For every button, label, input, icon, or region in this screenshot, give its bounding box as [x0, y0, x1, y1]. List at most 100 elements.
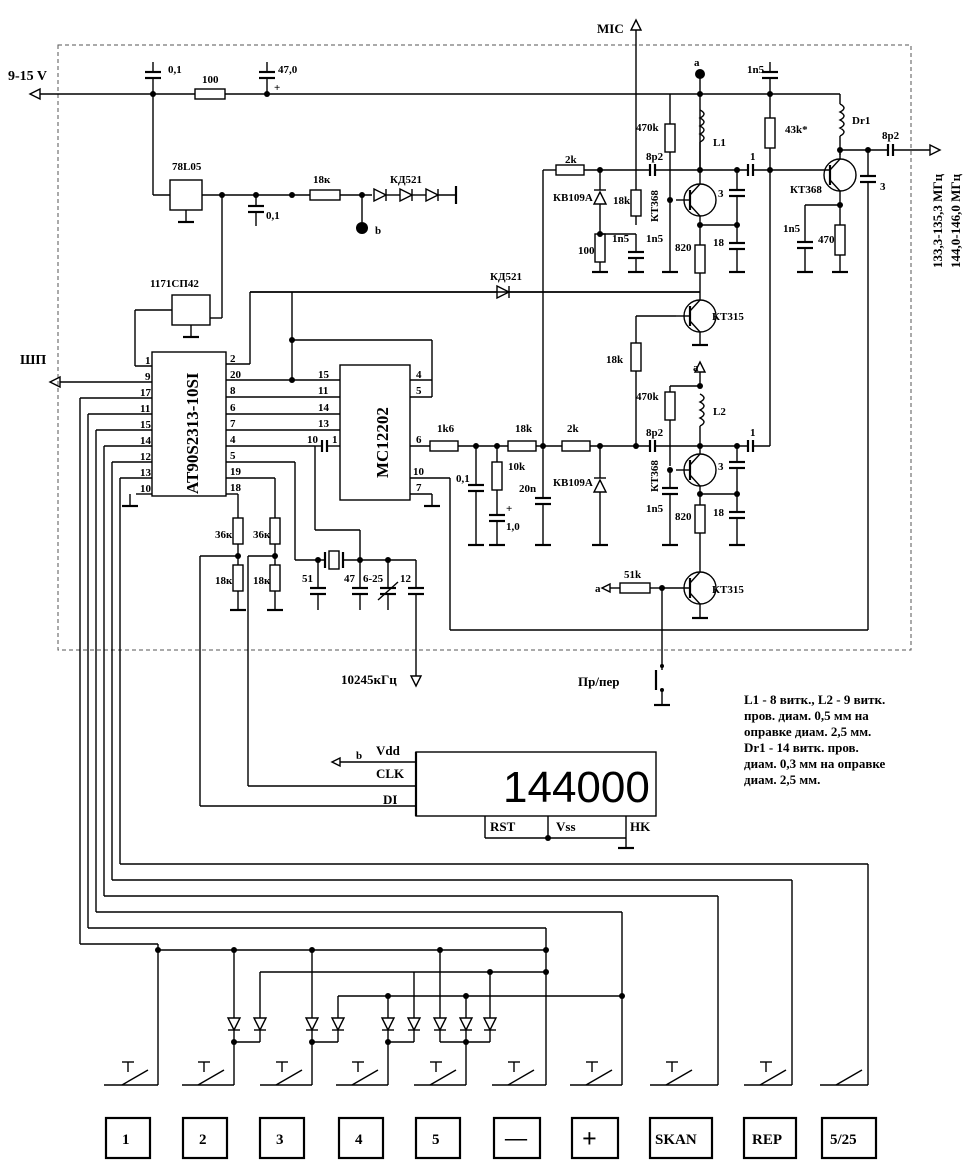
key-1-frame: [104, 1116, 152, 1160]
resistor-label: 100: [578, 245, 595, 257]
cap-label: 1n5: [646, 233, 664, 245]
cap-label: 0,1: [266, 210, 280, 222]
hk-label: HK: [630, 819, 651, 834]
key-skan-label: SKAN: [655, 1132, 697, 1148]
resistor-label: 18к: [215, 575, 233, 587]
regulator-78l05: [134, 94, 458, 367]
note-line: Dr1 - 14 витк. пров.: [744, 740, 859, 755]
vco-upper: [555, 18, 830, 446]
node-a-label: a: [694, 57, 700, 69]
pin-label: 7: [230, 418, 236, 430]
varicap-label: КВ109А: [553, 192, 593, 204]
note-line: диам. 0,3 мм на оправке: [744, 756, 886, 771]
resistor-label: 10k: [508, 461, 526, 473]
switch-5: [414, 1061, 467, 1086]
cap-label: 1n5: [612, 233, 630, 245]
shp-label: ШП: [20, 353, 46, 368]
frequency-range-2: 144,0-146,0 МГц: [948, 173, 963, 268]
pll-label: MC12202: [373, 407, 392, 478]
cap-label: 47: [344, 573, 356, 585]
key-5-25-frame: [820, 1116, 878, 1160]
key-caps: [104, 1116, 878, 1160]
pin-label: 6: [230, 402, 236, 414]
resistor-label: 51k: [624, 569, 642, 581]
transistor-label: КТ368: [649, 460, 661, 492]
key-plus-label: +: [582, 1124, 597, 1153]
pin-label: 20: [230, 369, 242, 381]
resistor-label: 1k6: [437, 423, 455, 435]
inductor-label: L1: [713, 137, 726, 149]
resistor-label: 18к: [253, 575, 271, 587]
cap-label: 3: [718, 188, 724, 200]
switch-label: Пр/пер: [578, 674, 619, 689]
resistor-label: 470k: [636, 391, 660, 403]
node-a-label: a: [693, 362, 699, 374]
resistor-label: 820: [675, 511, 692, 523]
node-a-label: a: [595, 583, 601, 595]
switch-skan: [650, 1061, 719, 1086]
resistor-label: 36к: [253, 529, 271, 541]
di-label: DI: [383, 792, 397, 807]
resistor-label: 18k: [515, 423, 533, 435]
cap-label: 8p2: [882, 130, 900, 142]
transistor-label: КТ315: [712, 311, 744, 323]
pin-label: 8: [230, 385, 236, 397]
resistor-label: 2k: [565, 154, 578, 166]
transistor-label: КТ368: [649, 190, 661, 222]
plus-sign: +: [506, 503, 512, 515]
cap-label: 18: [713, 507, 725, 519]
rst-label: RST: [490, 819, 516, 834]
pin-label: 14: [140, 435, 152, 447]
cap-label: 1: [750, 427, 756, 439]
resistor-label: 43k*: [785, 124, 808, 136]
pin-label: 15: [140, 419, 152, 431]
switch-rep: [744, 1061, 793, 1086]
pin-label: 4: [230, 434, 236, 446]
loop-filter: [468, 169, 650, 547]
pin-label: 15: [318, 369, 330, 381]
pin-label: 7: [416, 482, 422, 494]
cap-label: 1n5: [646, 503, 664, 515]
pin-label: 2: [230, 353, 236, 365]
switch-4: [336, 1061, 389, 1086]
cap-label: 51: [302, 573, 313, 585]
pin-label: 5: [230, 450, 236, 462]
switch-minus: [492, 1061, 547, 1086]
cap-label: 8p2: [646, 151, 664, 163]
winding-notes: L1 - 8 витк., L2 - 9 витк. пров. диам. 0…: [744, 692, 886, 787]
mic-label: MIC: [597, 21, 624, 36]
cap-label: 0,1: [168, 64, 182, 76]
cap-label: 3: [880, 181, 886, 193]
vdd-label: Vdd: [376, 743, 401, 758]
diode-label: КД521: [390, 174, 422, 186]
pin-label: 10: [307, 434, 319, 446]
key-3-label: 3: [276, 1132, 284, 1148]
resistor-label: 820: [675, 242, 692, 254]
power-rail: [28, 62, 840, 101]
pin-label: 17: [140, 387, 152, 399]
cap-label: 47,0: [278, 64, 298, 76]
cap-label: 1: [750, 151, 756, 163]
key-2-frame: [181, 1116, 229, 1160]
pin-label: 13: [318, 418, 330, 430]
resistor-label: 100: [202, 74, 219, 86]
mcu-label: AT90S2313-10SI: [183, 372, 202, 494]
varicap-label: КВ109А: [553, 477, 593, 489]
board-outline: [57, 44, 912, 651]
key-5-label: 5: [432, 1132, 440, 1148]
resistor-label: 36к: [215, 529, 233, 541]
pin-label: 18: [230, 482, 242, 494]
cap-label: 1,0: [506, 521, 520, 533]
pin-label: 10: [140, 483, 152, 495]
pin-label: 1: [332, 434, 338, 446]
key-minus-label: —: [504, 1125, 528, 1150]
key-plus-frame: [570, 1116, 620, 1160]
inductor-label: L2: [713, 406, 726, 418]
pll-pin-numbers: 15 11 14 13 1 10 4 5 6 10 7: [307, 369, 425, 494]
note-line: пров. диам. 0,5 мм на: [744, 708, 869, 723]
supply-label: 9-15 V: [8, 69, 47, 84]
regulator-label: 78L05: [172, 161, 202, 173]
pll-chip: [289, 292, 868, 631]
vss-label: Vss: [556, 819, 576, 834]
pin-label: 11: [318, 385, 328, 397]
